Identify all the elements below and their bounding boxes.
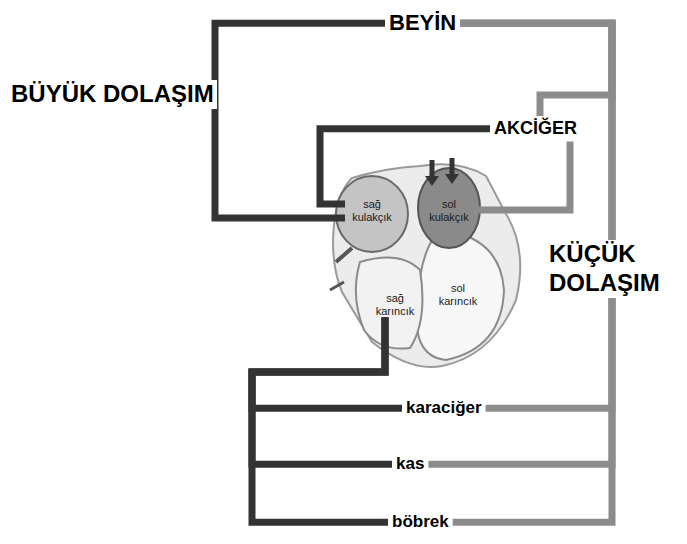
organ-name: karaciğer (406, 398, 482, 418)
chamber-label: sağ kulakçık (345, 198, 399, 223)
organ-label: karaciğer (402, 396, 486, 420)
chamber-name: sol kulakçık (424, 198, 474, 223)
right-ventricle (356, 258, 423, 349)
vein-stub (450, 158, 455, 174)
blood-vessel-line (474, 142, 570, 210)
blood-vessel-line (460, 23, 612, 116)
blood-vessel-line (252, 317, 388, 522)
blood-vessel-line (460, 23, 612, 408)
blood-vessel-line (252, 317, 392, 464)
left-ventricle (417, 230, 504, 360)
organ-label: BEYİN (385, 8, 460, 38)
circulation-label: KÜÇÜK DOLAŞIM (546, 240, 680, 298)
chamber-name: sol karıncık (432, 282, 484, 307)
chamber-name: sağ karıncık (370, 292, 420, 317)
organ-label: böbrek (388, 510, 453, 534)
organ-name: BEYİN (389, 10, 456, 36)
chamber-name: sağ kulakçık (345, 198, 399, 223)
organ-label: kas (392, 452, 428, 476)
organ-label: AKCİĞER (490, 116, 581, 142)
chamber-label: sol karıncık (432, 282, 484, 307)
chamber-label: sol kulakçık (424, 198, 474, 223)
organ-name: böbrek (392, 512, 449, 532)
vein-stub (430, 160, 435, 176)
vessel-stub (336, 248, 352, 262)
circulation-label: BÜYÜK DOLAŞIM (8, 80, 217, 109)
heart-outline (333, 164, 520, 367)
arrow-head (445, 174, 459, 184)
blood-vessel-line (320, 129, 490, 204)
chamber-label: sağ karıncık (370, 292, 420, 317)
vessel-stub (330, 282, 344, 290)
arrow-head (425, 176, 439, 186)
organ-name: AKCİĞER (494, 118, 577, 140)
blood-vessel-line (215, 23, 385, 218)
left-atrium (418, 168, 480, 248)
organ-name: kas (396, 454, 424, 474)
blood-vessel-line (252, 317, 402, 408)
right-atrium (336, 176, 408, 252)
